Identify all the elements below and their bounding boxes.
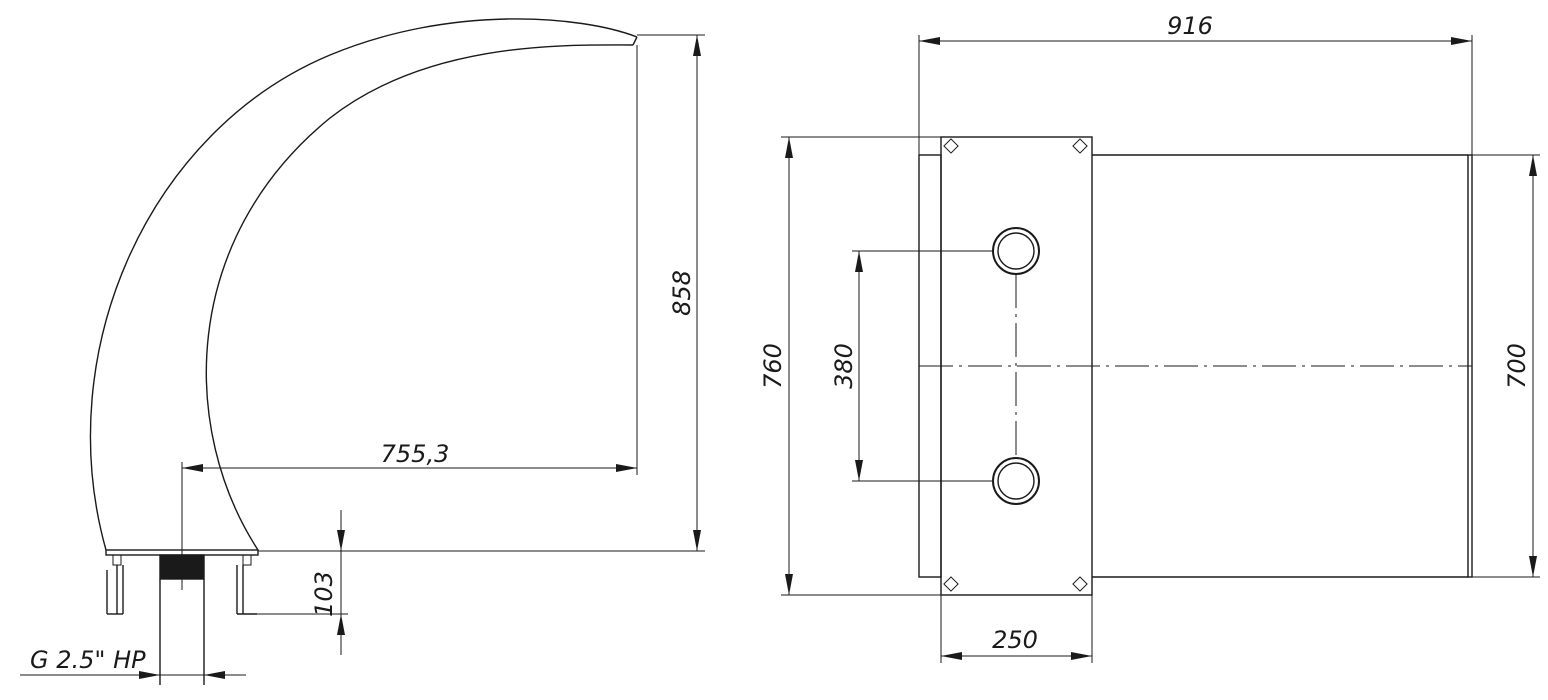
bolt-top-left [943,138,959,154]
inlet-top [992,227,1040,275]
bolt-bottom-right [1072,576,1088,592]
dim-label-760: 760 [759,343,787,389]
front-view: 916 760 380 700 [759,12,1540,663]
dim-label-916: 916 [1167,12,1213,40]
bolt-top-right [1072,138,1088,154]
dimension-reach-755: 755,3 [181,45,638,590]
side-view: 858 755,3 103 G 2.5" HP [20,18,705,685]
dim-label-380: 380 [830,343,858,389]
dimension-height-858: 858 [258,34,705,552]
dim-label-858: 858 [668,270,696,316]
bolt-bottom-left [943,576,959,592]
spout-tip [632,36,638,46]
spout-inner-curve [205,44,634,551]
dimension-body-height-700: 700 [1472,154,1540,578]
dim-label-700: 700 [1503,343,1531,389]
mounting-foot-right [236,554,257,615]
dim-label-250: 250 [992,626,1038,654]
dimension-base-103: 103 [257,510,348,655]
dim-label-103: 103 [310,571,338,617]
mounting-foot-left [106,554,124,615]
thread-label: G 2.5" HP [30,646,146,674]
dimension-inlet-spacing-380: 380 [830,250,993,482]
inlet-bottom [992,457,1040,505]
dim-label-755: 755,3 [381,440,450,468]
dimension-width-916: 916 [918,12,1473,155]
dimension-plate-height-760: 760 [759,136,941,596]
thread-callout: G 2.5" HP [20,646,246,679]
spout-outer-curve [89,18,638,551]
dimension-plate-width-250: 250 [940,595,1093,663]
